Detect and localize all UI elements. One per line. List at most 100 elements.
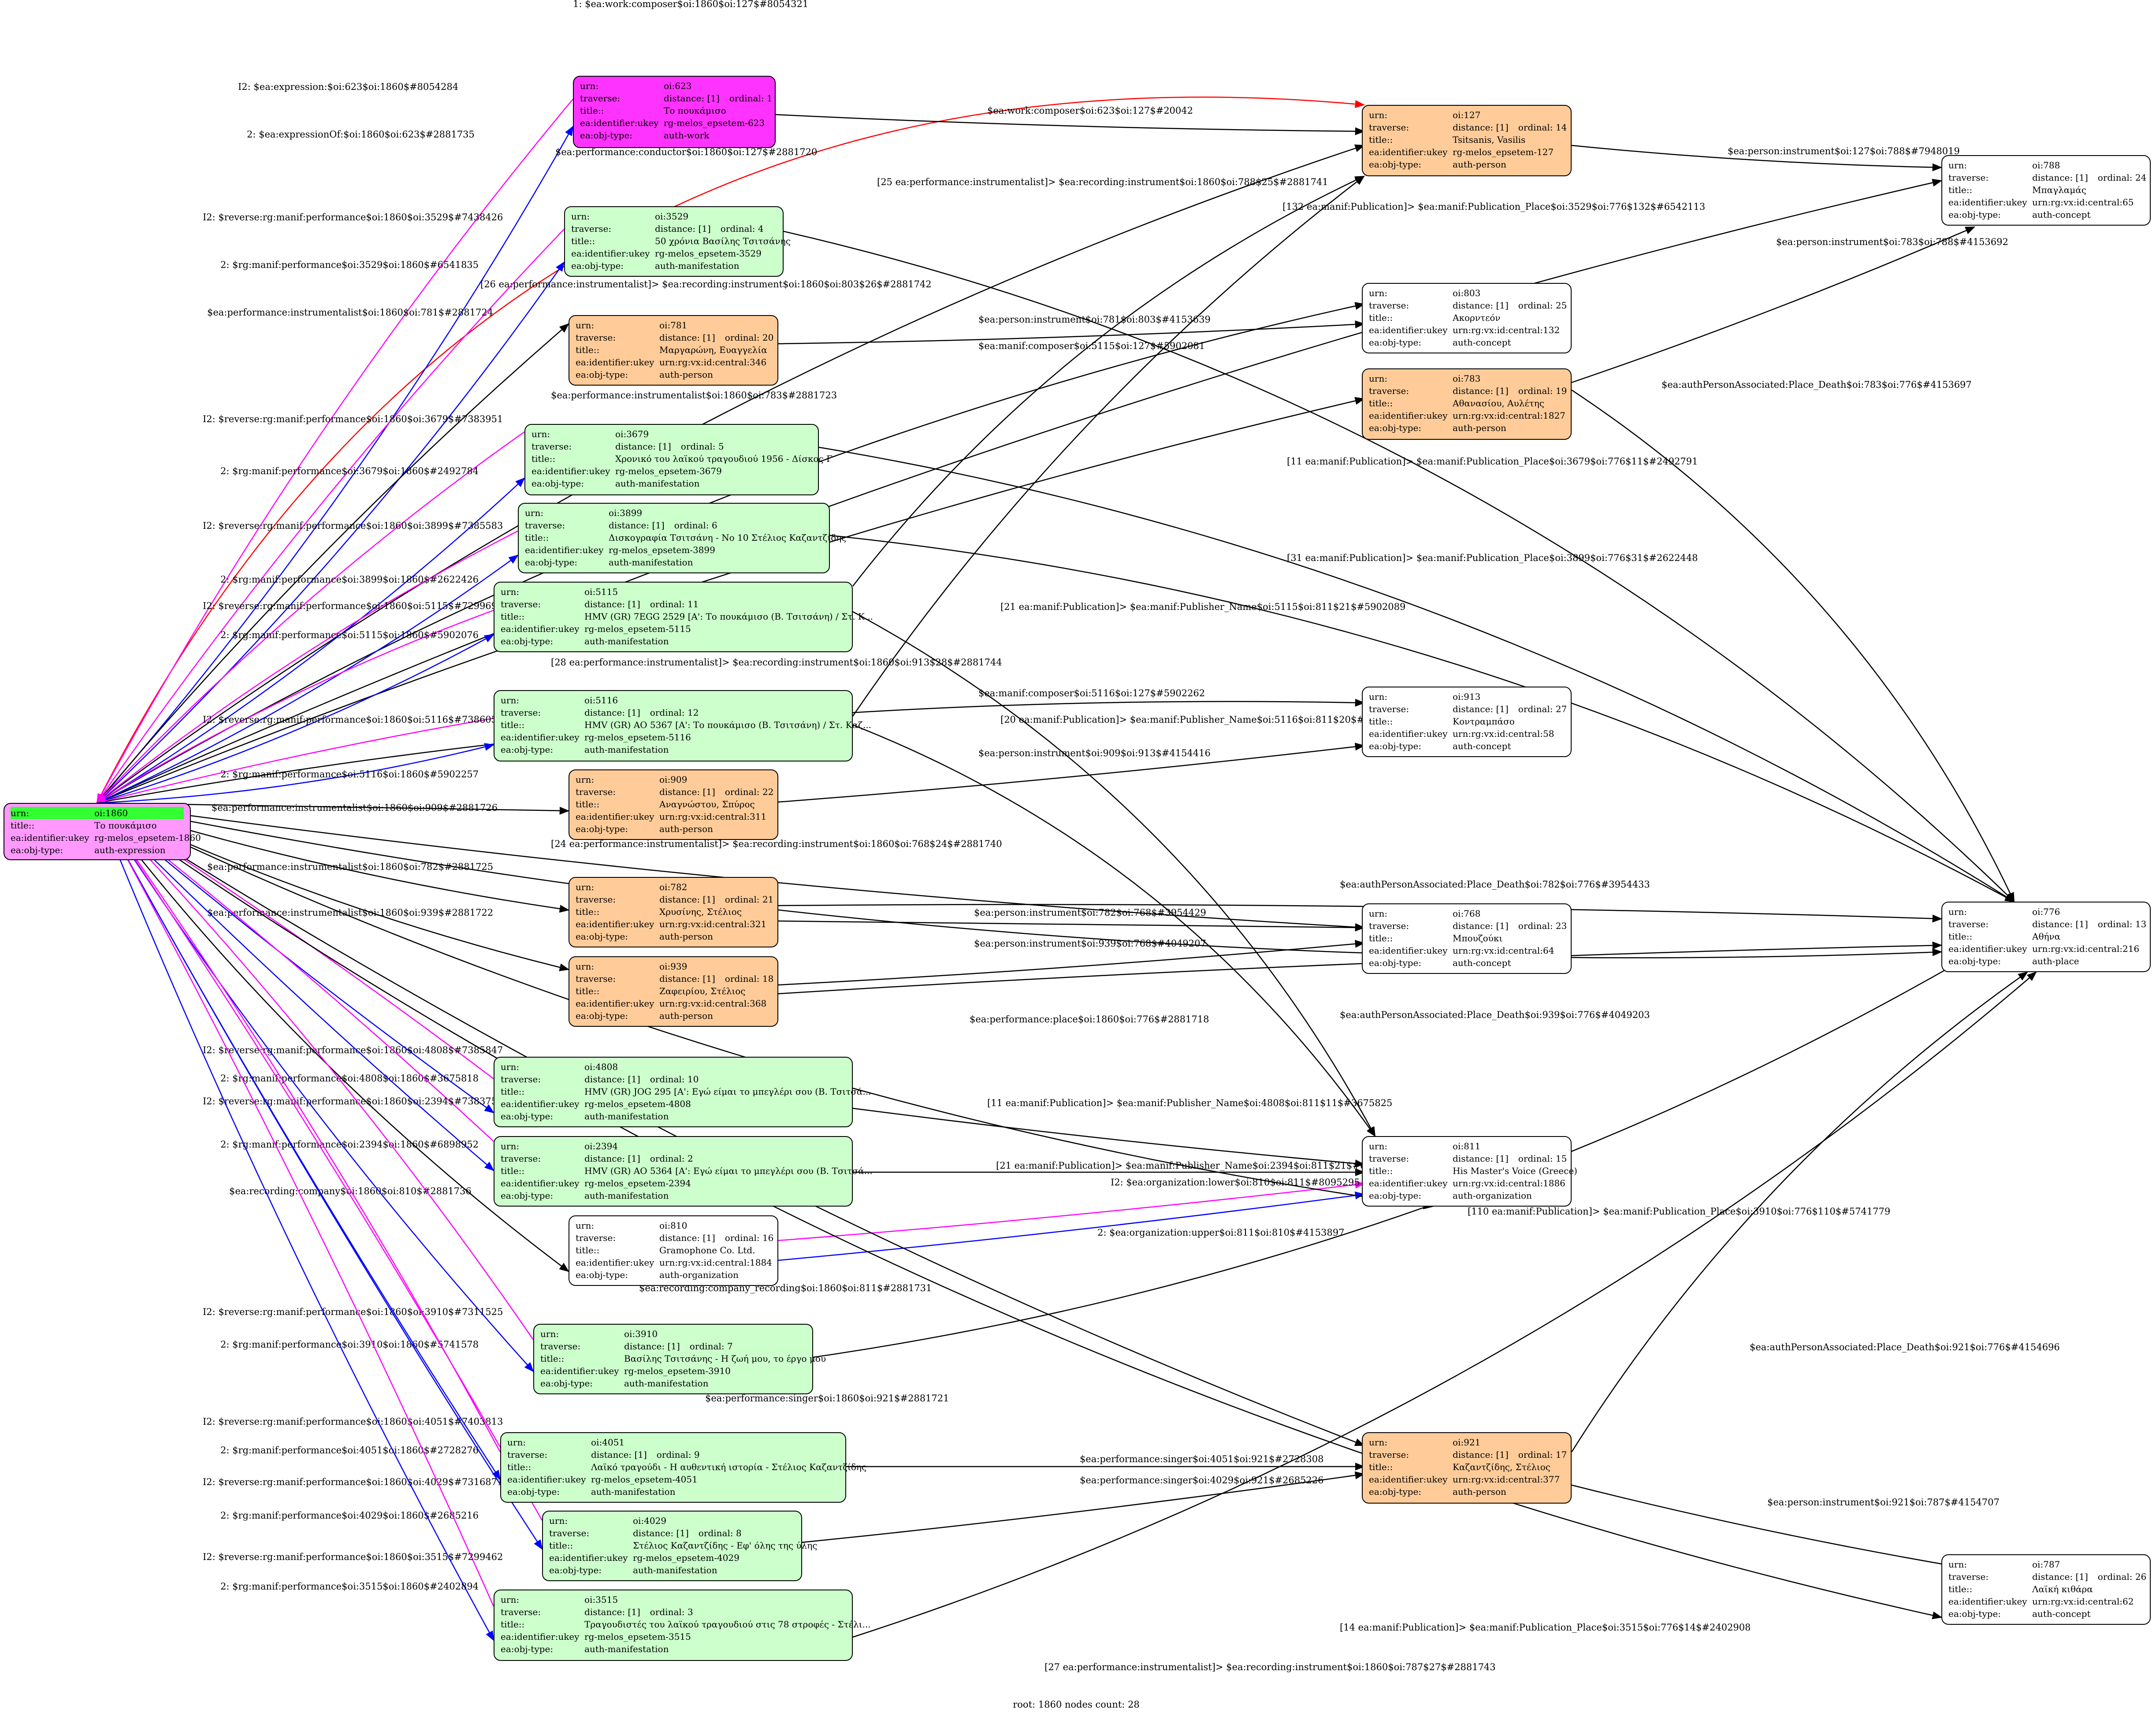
node-traverse-key: traverse:	[501, 1074, 541, 1085]
node-title-row: title::Λαϊκό τραγούδι - Η αυθεντική ιστο…	[507, 1461, 866, 1473]
edge-line	[96, 802, 494, 1641]
node-title-value: HMV (GR) 7EGG 2529 [A': Το πουκάμισο (Β.…	[584, 611, 874, 622]
node-urn-key: urn:	[549, 1515, 568, 1526]
edge-line	[778, 940, 1365, 986]
node-distance: distance: [1]	[1453, 122, 1509, 133]
node-type-key: ea:obj-type:	[1369, 958, 1422, 968]
node-traverse-row: traverse:distance: [1]ordinal: 23	[1369, 920, 1567, 932]
edge-line	[97, 802, 1943, 958]
node-urn-key: urn:	[1369, 110, 1388, 120]
edge-label: [28 ea:performance:instrumentalist]> $ea…	[551, 657, 1002, 668]
node-urn-key: urn:	[1948, 160, 1967, 171]
node-urn-value: oi:2394	[584, 1141, 618, 1151]
node-urn-key: urn:	[501, 587, 520, 597]
edge-line	[1571, 971, 2028, 1452]
node-title-row: title::Βασίλης Τσιτσάνης - Η ζωή μου, το…	[540, 1352, 826, 1365]
node-ukey-value: rg-melos_epsetem-1860	[94, 832, 201, 843]
node-urn-key: urn:	[576, 961, 595, 972]
node-urn-row: urn:oi:3910	[540, 1328, 806, 1340]
edge-line	[96, 802, 494, 1607]
node-type-value: auth-concept	[2032, 1608, 2091, 1619]
node-urn-row: urn:oi:781	[576, 319, 771, 331]
edge-label: [27 ea:performance:instrumentalist]> $ea…	[1045, 1662, 1496, 1672]
node-title-row: title::Μαργαρώνη, Ευαγγελία	[576, 344, 771, 356]
node-urn-row: urn:oi:3529	[571, 210, 777, 223]
edge-label: [21 ea:manif:Publication]> $ea:manif:Pub…	[996, 1160, 1401, 1171]
node-traverse-row: traverse:distance: [1]ordinal: 17	[1369, 1449, 1567, 1461]
node-urn-value: oi:4808	[584, 1062, 618, 1072]
node-type-key: ea:obj-type:	[576, 1010, 628, 1021]
node-type-value: auth-manifestation	[624, 1378, 709, 1389]
node-title-row: title::Δισκογραφία Τσιτσάνη - Νο 10 Στέλ…	[525, 531, 846, 544]
node-distance: distance: [1]	[2032, 919, 2088, 929]
node-title-row: title::Ακορντεόν	[1369, 312, 1565, 324]
node-distance: distance: [1]	[1453, 921, 1509, 931]
edge-label: [31 ea:manif:Publication]> $ea:manif:Pub…	[1287, 553, 1698, 563]
edge-line	[852, 175, 1365, 587]
edge-line	[775, 114, 1365, 135]
node-type-value: auth-concept	[2032, 209, 2091, 220]
node-traverse-value: distance: [1]ordinal: 17	[1453, 1449, 1576, 1461]
node-distance: distance: [1]	[659, 787, 715, 797]
node-type-row: ea:obj-type:auth-manifestation	[507, 1486, 839, 1498]
node-traverse-key: traverse:	[1369, 1153, 1409, 1164]
node-ordinal: ordinal: 17	[1518, 1449, 1567, 1460]
node-traverse-value: distance: [1]ordinal: 16	[659, 1232, 783, 1244]
node-ukey-value: urn:rg:vx:id:central:321	[659, 919, 767, 929]
node-ukey-value: urn:rg:vx:id:central:132	[1453, 325, 1560, 335]
node-title-key: title::	[501, 611, 525, 622]
node-title-key: title::	[1948, 931, 1973, 942]
node-title-row: title::Ζαφειρίου, Στέλιος	[576, 985, 771, 997]
node-ukey-key: ea:identifier:ukey	[1369, 1474, 1448, 1485]
node-title-value: HMV (GR) JOG 295 [A': Εγώ είμαι το μπεγλ…	[584, 1086, 871, 1097]
edge-label: 2: $rg:manif:performance$oi:5115$oi:1860…	[220, 630, 479, 640]
node-urn-value: oi:781	[659, 320, 688, 331]
node-title-row: title::Αθανασίου, Αυλέτης	[1369, 397, 1565, 409]
node-ukey-key: ea:identifier:ukey	[501, 1099, 580, 1109]
node-type-key: ea:obj-type:	[549, 1565, 602, 1575]
node-urn-row: urn:oi:3899	[525, 507, 823, 519]
node-urn-row: urn:oi:623	[580, 80, 769, 92]
node-distance: distance: [1]	[584, 599, 640, 609]
node-urn-key: urn:	[501, 1141, 520, 1151]
node-traverse-key: traverse:	[580, 93, 621, 104]
node-urn-row: urn: oi:2394	[501, 1140, 846, 1152]
node-title-key: title::	[571, 236, 595, 246]
node-ukey-value: urn:rg:vx:id:central:1886	[1453, 1178, 1565, 1189]
node-traverse-key: traverse:	[507, 1449, 548, 1460]
node-type-row: ea:obj-type:auth-manifestation	[540, 1377, 806, 1389]
